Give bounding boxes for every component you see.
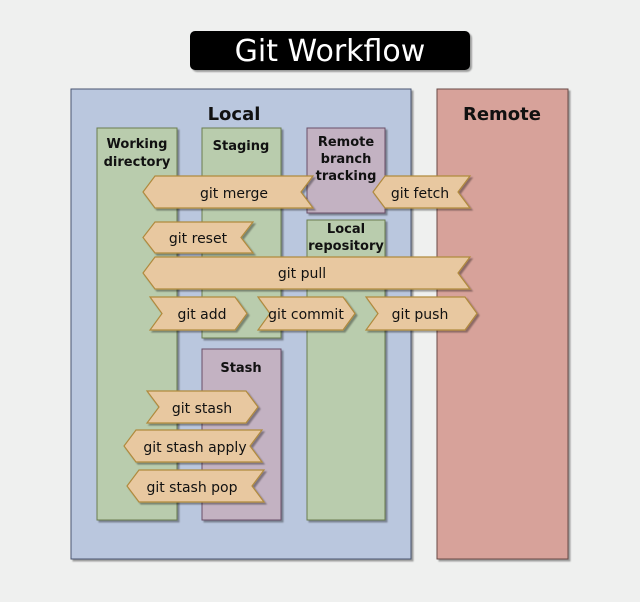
working-directory-label-line1: Working [107,137,168,152]
git-add-arrow-shape [148,296,248,331]
git-merge-arrow-shape [142,175,315,209]
remote-branch-tracking-label-line3: tracking [316,169,377,184]
local-repository-label-line2: repository [308,239,384,254]
local-region-label: Local [208,104,261,125]
git-fetch-arrow-shape [372,175,472,209]
git-push-label: git push [392,307,449,323]
git-fetch-label: git fetch [391,186,449,202]
remote-region-background [436,88,569,560]
git-push-arrow: git push [364,296,478,331]
git-reset-arrow-shape [142,221,255,254]
git-add-label: git add [177,307,226,323]
git-commit-arrow-shape [256,296,356,331]
working-directory-label-line2: directory [104,155,171,170]
git-stash-label: git stash [172,401,232,417]
git-merge-label: git merge [200,186,268,202]
remote-region-label: Remote [463,104,541,125]
git-stash-arrow-shape [145,390,259,424]
title-background [190,31,470,70]
git-merge-arrow: git merge [142,175,315,209]
title-banner: Git Workflow [190,31,470,70]
stash-label: Stash [220,361,261,376]
remote-region: Remote [436,88,569,560]
git-reset-label: git reset [169,231,228,247]
git-pull-arrow-shape [142,256,472,290]
remote-branch-tracking-box: Remote branch tracking [306,127,386,214]
staging-label: Staging [213,139,270,154]
git-reset-arrow: git reset [142,221,255,254]
git-fetch-arrow: git fetch [372,175,472,209]
git-add-arrow: git add [148,296,248,331]
git-commit-arrow: git commit [256,296,356,331]
remote-branch-tracking-background [306,127,386,214]
title-text: Git Workflow [235,34,426,69]
remote-branch-tracking-label-line1: Remote [318,135,375,150]
git-stash-apply-label: git stash apply [143,440,246,456]
git-push-arrow-shape [364,296,478,331]
git-stash-arrow: git stash [145,390,259,424]
git-stash-pop-arrow: git stash pop [126,469,266,503]
git-commit-label: git commit [268,307,344,323]
git-stash-apply-arrow-shape [123,429,264,463]
git-stash-apply-arrow: git stash apply [123,429,264,463]
remote-branch-tracking-label-line2: branch [321,152,372,167]
git-stash-pop-label: git stash pop [146,480,237,496]
git-stash-pop-arrow-shape [126,469,266,503]
git-pull-label: git pull [278,266,326,282]
local-repository-label-line1: Local [327,222,365,237]
git-pull-arrow: git pull [142,256,472,290]
